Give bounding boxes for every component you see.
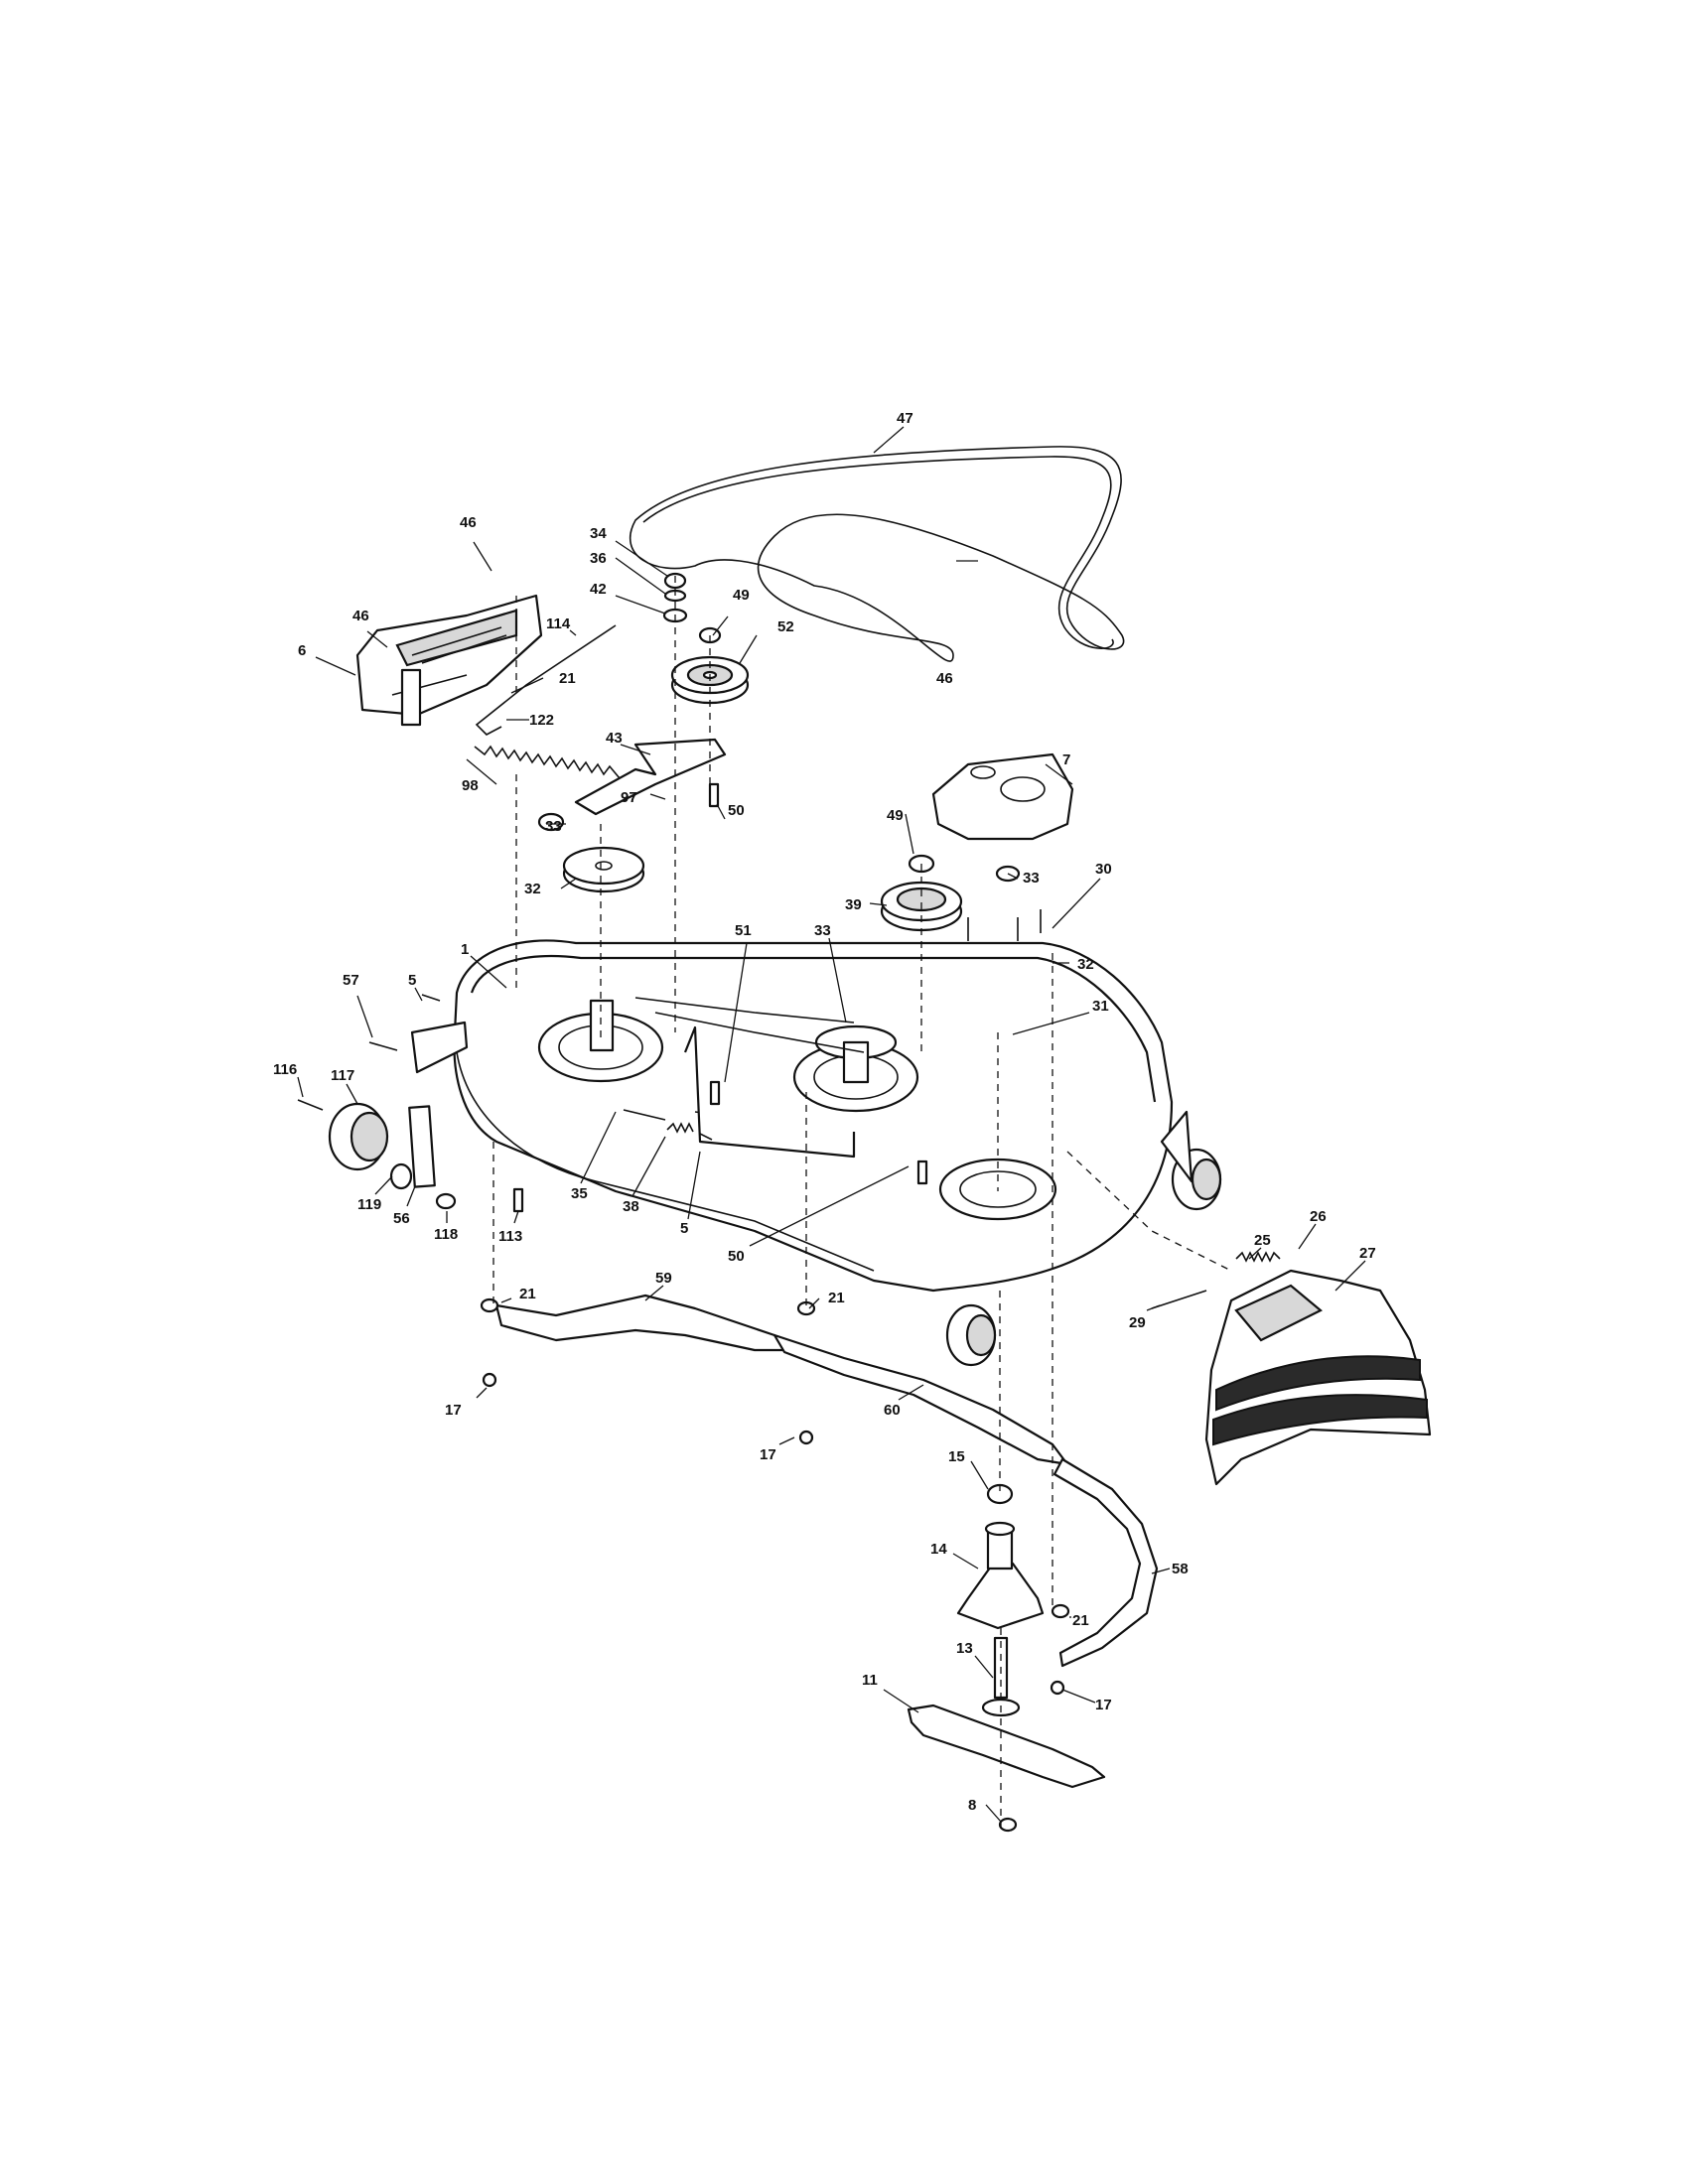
deck-gauge-wheel-front: [945, 1303, 997, 1367]
fasteners: [421, 782, 1070, 1696]
callout-21-center: 21: [828, 1290, 845, 1306]
callout-116: 116: [273, 1061, 297, 1078]
callout-46-cover: 46: [352, 608, 369, 624]
callout-33-right: 33: [1023, 870, 1040, 887]
callout-21-right: 21: [1072, 1612, 1089, 1629]
blade-bolt: [998, 1817, 1018, 1833]
alignment-lines: [492, 576, 1232, 1827]
pulley-left: [537, 812, 645, 893]
callout-13: 13: [956, 1640, 973, 1657]
callout-29: 29: [1129, 1314, 1146, 1331]
callout-33-deck: 33: [814, 922, 831, 939]
callout-35: 35: [571, 1185, 588, 1202]
callout-33-left: 33: [545, 818, 562, 835]
callout-50-deck: 50: [728, 1248, 745, 1265]
callout-119: 119: [357, 1196, 381, 1213]
callout-46-right: 46: [936, 670, 953, 687]
callout-30: 30: [1095, 861, 1112, 878]
callout-15: 15: [948, 1448, 965, 1465]
callout-17-left: 17: [445, 1402, 462, 1419]
belt-cover-right: [931, 752, 1074, 841]
baffle-left: [494, 1294, 796, 1352]
callout-113: 113: [498, 1228, 522, 1245]
hardware-stack-idler: [662, 572, 722, 644]
callout-labels: 47 34 36 42 49 52 46 46 6 114 21 122 43 …: [273, 410, 1376, 1814]
callout-42: 42: [590, 581, 607, 598]
adjusting-rod: [475, 624, 617, 736]
mower-blade: [907, 1704, 1106, 1789]
callout-46-top: 46: [460, 514, 477, 531]
callout-26: 26: [1310, 1208, 1327, 1225]
callout-25: 25: [1254, 1232, 1271, 1249]
baffle-center: [772, 1333, 1069, 1466]
chute-rod: [1151, 1290, 1207, 1309]
callout-97: 97: [621, 789, 637, 806]
callout-32-right: 32: [1077, 956, 1094, 973]
callout-57: 57: [343, 972, 359, 989]
gauge-wheel-left: [297, 1021, 469, 1210]
callout-27: 27: [1359, 1245, 1376, 1262]
drive-belt: [629, 446, 1125, 662]
callout-17-right: 17: [1095, 1697, 1112, 1713]
callout-43: 43: [606, 730, 623, 747]
callout-31: 31: [1092, 998, 1109, 1015]
mower-deck-shell: [453, 939, 1174, 1293]
callout-59: 59: [655, 1270, 672, 1287]
callout-32-left: 32: [524, 881, 541, 897]
callout-50-top: 50: [728, 802, 745, 819]
callout-118: 118: [434, 1226, 458, 1243]
callout-47: 47: [897, 410, 913, 427]
callout-49-right: 49: [887, 807, 904, 824]
callout-21-left: 21: [519, 1286, 536, 1302]
callout-6: 6: [298, 642, 306, 659]
callout-98: 98: [462, 777, 479, 794]
callout-36: 36: [590, 550, 607, 567]
callout-34: 34: [590, 525, 607, 542]
discharge-chute: [1204, 1269, 1432, 1486]
callout-38: 38: [623, 1198, 639, 1215]
callout-58: 58: [1172, 1561, 1189, 1577]
spindle-housing: [956, 1521, 1045, 1630]
belt-cover-left: [355, 594, 543, 727]
callout-14: 14: [930, 1541, 947, 1558]
callout-51: 51: [735, 922, 752, 939]
callout-1: 1: [461, 941, 469, 958]
callout-5-right: 5: [680, 1220, 688, 1237]
callout-5-left: 5: [408, 972, 416, 989]
tension-spring: [474, 745, 621, 779]
leader-lines: [297, 426, 1366, 1823]
callout-49-top: 49: [733, 587, 750, 604]
callout-122: 122: [529, 712, 554, 729]
baffle-right: [1052, 1457, 1159, 1668]
callout-8: 8: [968, 1797, 976, 1814]
callout-117: 117: [331, 1067, 354, 1084]
callout-7: 7: [1062, 751, 1070, 768]
callout-39: 39: [845, 896, 862, 913]
deck-gauge-wheel-right: [1160, 1110, 1222, 1211]
callout-114: 114: [546, 615, 571, 632]
callout-11: 11: [862, 1672, 878, 1689]
idler-arm-bracket: [574, 738, 727, 816]
callout-17-center: 17: [760, 1446, 776, 1463]
callout-60: 60: [884, 1402, 901, 1419]
callout-52: 52: [777, 618, 794, 635]
callout-56: 56: [393, 1210, 410, 1227]
chute-spring: [1235, 1251, 1281, 1263]
callout-21-rod: 21: [559, 670, 576, 687]
spindle-shaft: [981, 1636, 1021, 1717]
